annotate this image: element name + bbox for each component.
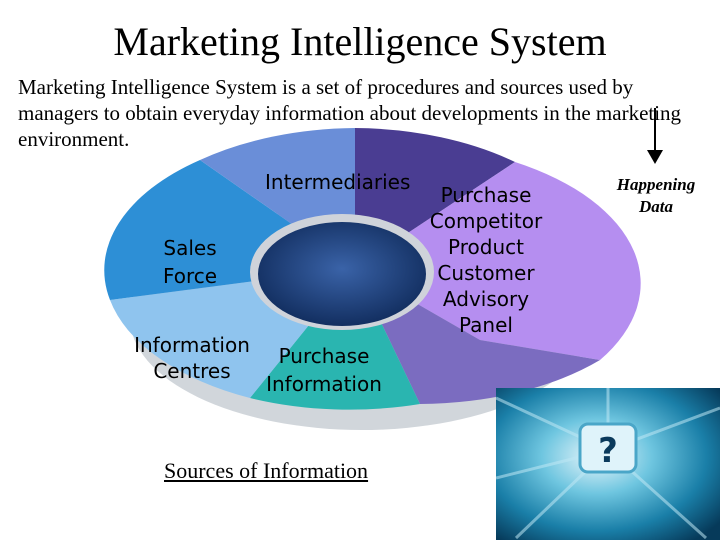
happening-data-callout: Happening Data [606, 174, 706, 218]
pc-line-1: Purchase [416, 182, 556, 208]
callout-line-2: Data [606, 196, 706, 218]
ic-line-2: Centres [122, 358, 262, 384]
label-purchase-information: Purchase Information [252, 342, 396, 398]
label-information-centres: Information Centres [122, 332, 262, 384]
callout-line-1: Happening [606, 174, 706, 196]
sf-line-2: Force [145, 262, 235, 290]
sources-caption: Sources of Information [164, 458, 368, 484]
keyboard-question-key-icon: ? [496, 388, 720, 540]
callout-arrow-head [647, 150, 663, 164]
sf-line-1: Sales [145, 234, 235, 262]
pc-line-6: Panel [416, 312, 556, 338]
pi-line-1: Purchase [252, 342, 396, 370]
pc-line-4: Customer [416, 260, 556, 286]
pi-line-2: Information [252, 370, 396, 398]
pc-line-5: Advisory [416, 286, 556, 312]
label-purchase-competitor: Purchase Competitor Product Customer Adv… [416, 182, 556, 338]
pc-line-3: Product [416, 234, 556, 260]
question-mark-glyph: ? [598, 431, 618, 471]
ic-line-1: Information [122, 332, 262, 358]
pc-line-2: Competitor [416, 208, 556, 234]
label-intermediaries: Intermediaries [265, 170, 410, 194]
label-sales-force: Sales Force [145, 234, 235, 290]
hub-center [258, 222, 426, 326]
